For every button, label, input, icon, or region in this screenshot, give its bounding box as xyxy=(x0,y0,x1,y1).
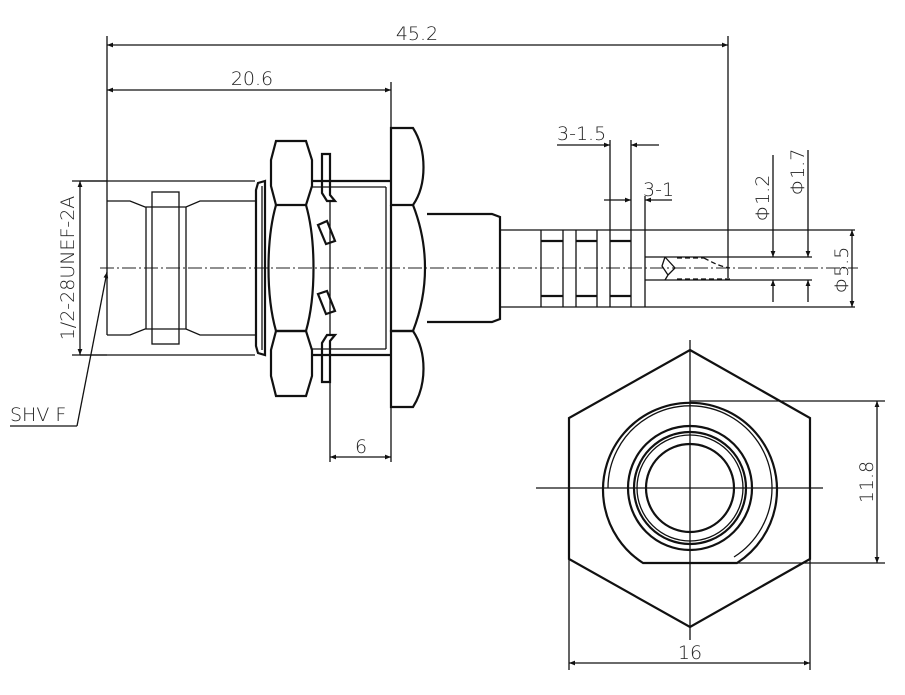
bayonet-ring xyxy=(151,191,180,345)
dimension-3-1: 3-1 xyxy=(604,179,674,230)
shaft xyxy=(427,212,502,324)
hex-flat-height-label: 11.8 xyxy=(856,461,878,503)
leader-shv-f: SHV F xyxy=(10,271,109,427)
lock-washer xyxy=(320,152,338,203)
hex-outline xyxy=(567,348,812,629)
dimension-11-8: 11.8 xyxy=(690,400,885,564)
dimension-dia-1-7: Φ1.7 xyxy=(787,149,811,302)
groove-width-label: 3-1.5 xyxy=(557,123,606,145)
overall-length-label: 45.2 xyxy=(396,23,438,45)
dimension-3-1-5: 3-1.5 xyxy=(557,123,659,230)
dimension-45-2: 45.2 xyxy=(106,23,729,278)
connector-side-view xyxy=(80,126,855,409)
pin-grooves xyxy=(540,230,646,307)
nut-right-bottom xyxy=(389,329,425,409)
pin-outer-dia-label: Φ1.7 xyxy=(787,149,809,196)
dimension-dia-5-5: Φ5.5 xyxy=(831,230,855,307)
groove-spacing-label: 3-1 xyxy=(643,179,674,201)
pin-tip xyxy=(661,256,676,281)
pin-body-dia-label: Φ5.5 xyxy=(831,247,853,294)
connector-type-label: SHV F xyxy=(10,404,66,426)
dimension-16: 16 xyxy=(568,559,811,670)
pin-hole-dia-label: Φ1.2 xyxy=(752,175,774,222)
nut-left-bottom xyxy=(269,329,314,398)
body-length-label: 20.6 xyxy=(231,68,273,90)
dimension-6: 6 xyxy=(329,382,392,462)
nut-left-top xyxy=(269,139,314,207)
hex-end-view xyxy=(536,340,823,640)
dimension-thread: 1/2-28UNEF-2A xyxy=(57,180,107,356)
panel-thickness-label: 6 xyxy=(355,436,367,458)
nut-right-top xyxy=(389,126,425,207)
flange xyxy=(254,179,267,357)
outer-circle xyxy=(601,401,779,565)
dimension-dia-1-2: Φ1.2 xyxy=(752,155,776,302)
dimension-20-6: 20.6 xyxy=(107,68,392,128)
thread-label: 1/2-28UNEF-2A xyxy=(57,196,79,341)
hex-width-label: 16 xyxy=(678,642,702,664)
